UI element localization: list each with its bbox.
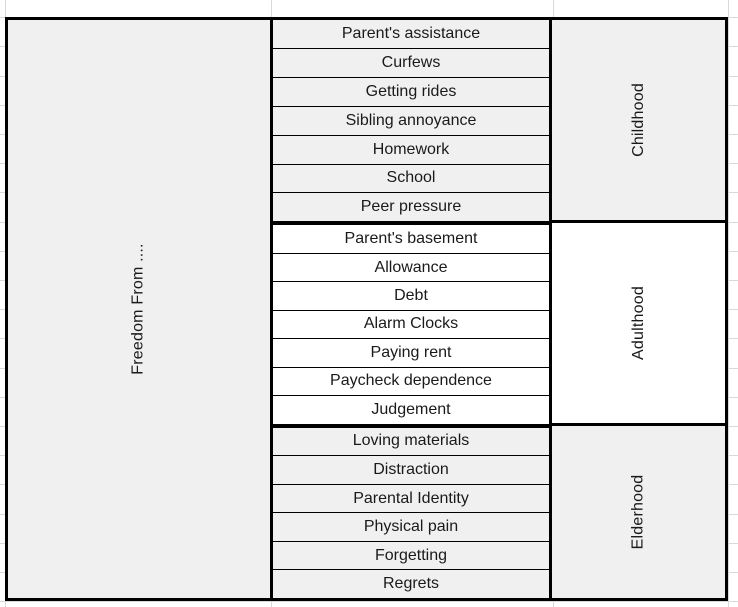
item-label: Paycheck dependence xyxy=(330,372,492,390)
table-row[interactable]: Peer pressure xyxy=(273,193,549,223)
stage-label: Adulthood xyxy=(629,286,647,361)
table-row[interactable]: Parent's basement xyxy=(273,222,549,254)
item-label: Paying rent xyxy=(370,343,452,361)
item-label: Sibling annoyance xyxy=(345,111,477,129)
item-label: Parent's basement xyxy=(344,230,478,248)
item-label: Curfews xyxy=(381,53,441,71)
stage-label: Elderhood xyxy=(629,474,647,550)
item-label: Physical pain xyxy=(363,518,459,536)
table-row[interactable]: Paycheck dependence xyxy=(273,367,549,397)
stage-cell-childhood[interactable]: Childhood xyxy=(552,20,725,221)
table-row[interactable]: Allowance xyxy=(273,253,549,283)
table-row[interactable]: Alarm Clocks xyxy=(273,310,549,340)
table-row[interactable]: Homework xyxy=(273,135,549,165)
axis-header-cell: Freedom From .... xyxy=(8,20,273,598)
item-label: Peer pressure xyxy=(360,198,462,216)
table-row[interactable]: Physical pain xyxy=(273,513,549,542)
item-label: Regrets xyxy=(382,575,440,593)
item-label: Homework xyxy=(372,140,450,158)
item-label: Loving materials xyxy=(352,432,470,450)
stage-label: Childhood xyxy=(629,83,647,158)
axis-header-label: Freedom From .... xyxy=(130,243,147,375)
item-label: Parent's assistance xyxy=(341,24,481,42)
item-label: School xyxy=(386,169,436,187)
stage-cell-elderhood[interactable]: Elderhood xyxy=(552,423,725,598)
item-label: Judgement xyxy=(371,400,451,418)
table-row[interactable]: Parent's assistance xyxy=(273,20,549,49)
item-label: Debt xyxy=(394,286,428,304)
item-label: Alarm Clocks xyxy=(363,315,459,333)
item-label: Distraction xyxy=(373,460,449,478)
table-row[interactable]: Parental Identity xyxy=(273,484,549,514)
table-row[interactable]: Sibling annoyance xyxy=(273,106,549,136)
table-row[interactable]: Judgement xyxy=(273,396,549,425)
table-row[interactable]: Loving materials xyxy=(273,424,549,457)
item-label: Allowance xyxy=(374,258,448,276)
item-label: Parental Identity xyxy=(353,489,469,507)
item-label: Forgetting xyxy=(374,546,448,564)
table-row[interactable]: Curfews xyxy=(273,48,549,78)
table-row[interactable]: School xyxy=(273,164,549,194)
table-row[interactable]: Getting rides xyxy=(273,77,549,107)
table-row[interactable]: Distraction xyxy=(273,456,549,485)
item-label: Getting rides xyxy=(365,82,457,100)
gridline-horizontal xyxy=(0,601,738,602)
gridline-vertical xyxy=(728,0,729,607)
table-row[interactable]: Debt xyxy=(273,282,549,311)
table-row[interactable]: Forgetting xyxy=(273,541,549,571)
table-row[interactable]: Paying rent xyxy=(273,339,549,368)
stage-cell-adulthood[interactable]: Adulthood xyxy=(552,220,725,424)
table-row[interactable]: Regrets xyxy=(273,570,549,598)
